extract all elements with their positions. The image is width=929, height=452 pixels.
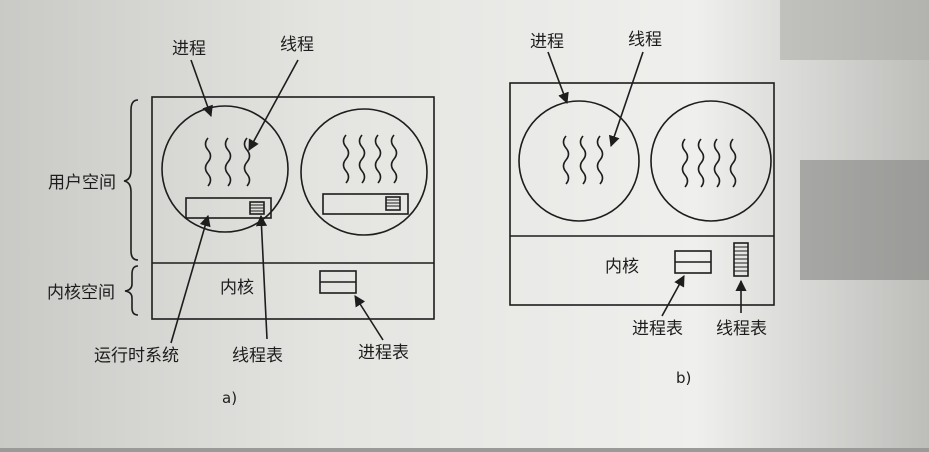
a-outer-box [151,96,435,320]
a-caption: a) [222,389,237,407]
a-user-space-label: 用户空间 [48,173,116,193]
a-thread-wave-4 [342,134,350,184]
b-thread-table-label: 线程表 [716,319,767,339]
a-process-circle-2 [300,108,428,236]
b-process-table-arrow [661,275,685,317]
a-thread-table-label: 线程表 [232,346,283,366]
a-runtime-arrow [170,214,211,344]
a-runtime-system-label: 运行时系统 [94,346,179,366]
b-caption: b) [676,369,691,387]
b-process-circle-1 [518,100,640,222]
a-process-arrow [190,59,213,118]
b-thread-wave-7 [729,138,737,188]
a-kernel-space-label: 内核空间 [47,283,115,303]
a-thread-wave-3 [243,137,251,187]
a-thread-wave-7 [390,134,398,184]
a-process-table-label: 进程表 [358,343,409,363]
a-thread-label: 线程 [280,35,314,55]
b-outer-box [509,82,775,306]
a-thread-wave-5 [358,134,366,184]
a-kernel-label: 内核 [220,278,254,298]
a-process-table-arrow [354,295,384,341]
b-thread-wave-5 [697,138,705,188]
a-thread-table-arrow [255,214,268,340]
shadow-top-right [780,0,929,60]
a-thread-wave-1 [204,137,212,187]
a-thread-wave-2 [224,137,232,187]
b-process-circle-2 [650,100,772,222]
b-thread-wave-2 [579,135,587,185]
b-thread-wave-3 [596,135,604,185]
b-process-arrow [547,51,569,105]
a-process-circle-1 [161,105,289,233]
a-thread-wave-6 [374,134,382,184]
b-thread-label: 线程 [628,30,662,50]
a-thread-arrow [248,59,299,151]
b-thread-arrow [608,51,644,148]
shadow-right [800,160,929,280]
b-thread-wave-6 [713,138,721,188]
a-process-label: 进程 [172,39,206,59]
a-runtime-system-box [185,197,272,219]
b-thread-wave-1 [562,135,570,185]
a-user-space-brace [123,99,139,261]
a-kernel-space-brace [124,265,139,316]
b-process-table-label: 进程表 [632,319,683,339]
b-thread-wave-4 [681,138,689,188]
b-process-label: 进程 [530,32,564,52]
a-runtime-system-box-2 [322,193,409,215]
b-kernel-label: 内核 [605,257,639,277]
